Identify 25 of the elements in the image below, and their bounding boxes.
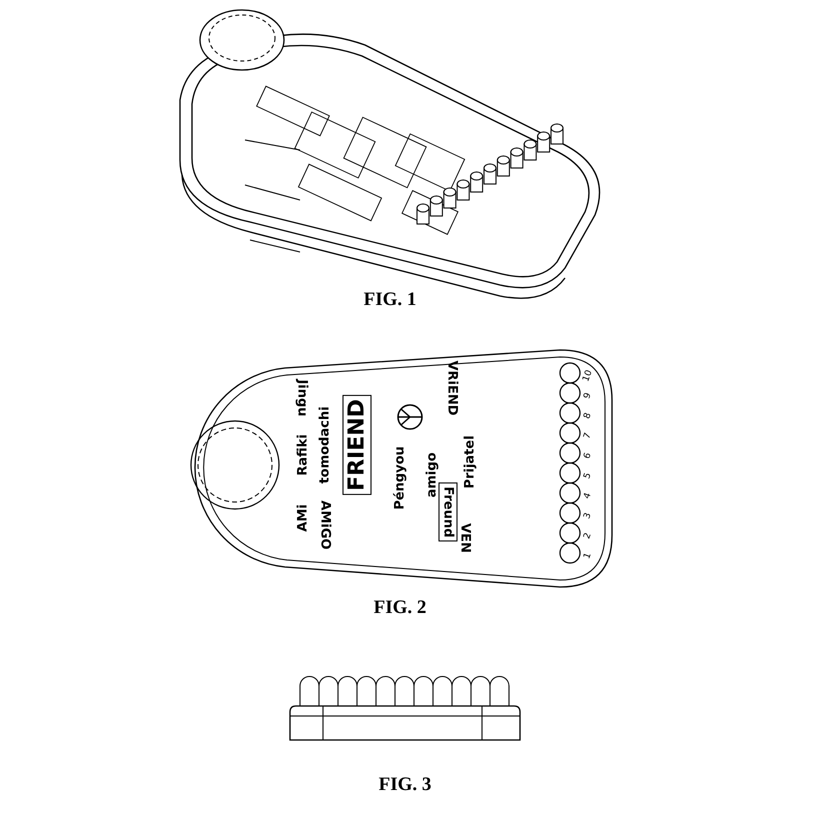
embossed-word: Jingu	[294, 379, 310, 417]
embossed-word: Freund	[438, 482, 458, 542]
bead-number: 7	[582, 432, 594, 440]
bead-number: 6	[582, 452, 594, 460]
bead-number: 5	[582, 472, 594, 480]
bead-number: 8	[582, 412, 594, 420]
embossed-word: VRiEND	[444, 360, 460, 416]
bead-number: 2	[582, 532, 594, 540]
bead-number: 9	[582, 392, 594, 400]
embossed-word: AMiGO	[318, 500, 332, 550]
figure-caption: FIG. 2	[374, 597, 426, 619]
embossed-word: amigo	[424, 452, 440, 498]
figure-caption: FIG. 1	[364, 289, 416, 311]
embossed-word: FRIEND	[342, 395, 372, 495]
embossed-word: VEN	[458, 523, 472, 553]
bead-number: 4	[582, 492, 594, 500]
bead-number: 10	[581, 368, 595, 384]
embossed-word: Péngyou	[392, 446, 408, 510]
embossed-word: Rafiki	[296, 434, 310, 476]
embossed-word: Prijatel	[462, 435, 478, 489]
embossed-word: AMi	[296, 504, 310, 532]
embossed-word: tomodachi	[318, 406, 332, 484]
bead-number: 3	[582, 512, 594, 520]
bead-number: 1	[582, 552, 594, 560]
figure-caption: FIG. 3	[378, 774, 432, 796]
